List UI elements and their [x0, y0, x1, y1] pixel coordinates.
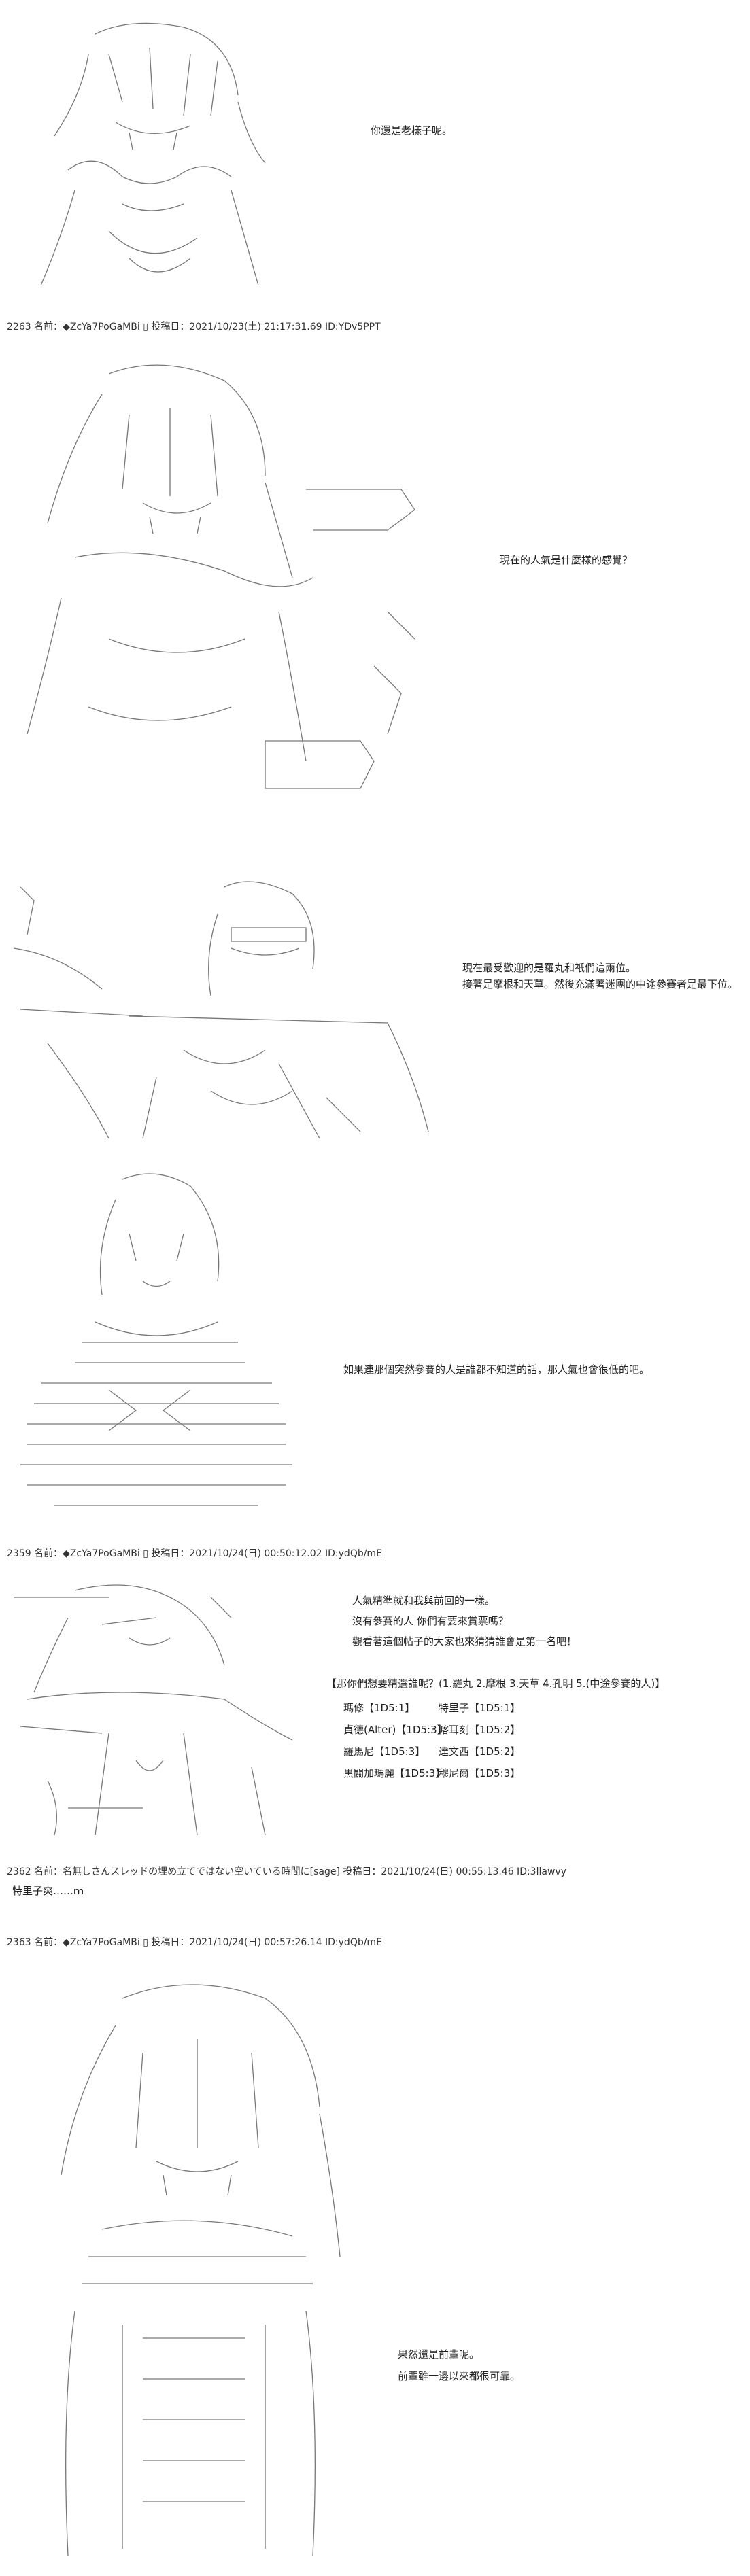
ascii-art-1	[14, 14, 286, 299]
poll-choice: 喀耳刻【1D5:2】	[439, 1724, 521, 1736]
ascii-art-5	[7, 1577, 320, 1842]
poll-title: 【那你們想要精選誰呢？(1.羅丸 2.摩根 3.天草 4.孔明 5.(中途參賽的…	[326, 1677, 666, 1690]
text-line: 人氣精準就和我與前回的一樣。	[352, 1595, 496, 1607]
poll-choice: 穆尼爾【1D5:3】	[439, 1767, 521, 1779]
post-text: 如果連那個突然參賽的人是誰都不知道的話，那人氣也會很低的吧。	[343, 1361, 649, 1378]
poll-choice: 瑪修【1D5:1】	[343, 1702, 415, 1714]
ascii-art-4	[14, 1166, 299, 1519]
post-header: 2263 名前：◆ZcYa7PoGaMBi ▯ 投稿日：2021/10/23(土…	[7, 321, 381, 332]
poll-row: 羅馬尼【1D5:3】達文西【1D5:2】	[343, 1741, 520, 1762]
text-line: 觀看著這個帖子的大家也來猜猜誰會是第一名吧！	[352, 1635, 577, 1648]
text-line: 現在最受歡迎的是羅丸和祇們這兩位。	[462, 962, 636, 974]
poll-choice: 達文西【1D5:2】	[439, 1745, 521, 1758]
ascii-art-2	[7, 353, 422, 829]
post-text: 特里子爽……ｍ	[12, 1883, 84, 1899]
poll-choice: 特里子【1D5:1】	[439, 1702, 521, 1714]
post-header: 2363 名前：◆ZcYa7PoGaMBi ▯ 投稿日：2021/10/24(日…	[7, 1937, 382, 1948]
poll-choice: 貞德(Alter)【1D5:3】	[343, 1724, 447, 1736]
poll-row: 貞德(Alter)【1D5:3】喀耳刻【1D5:2】	[343, 1719, 520, 1741]
text-line: 如果連那個突然參賽的人是誰都不知道的話，那人氣也會很低的吧。	[343, 1363, 650, 1376]
text-line: 現在的人氣是什麼樣的感覺？	[500, 554, 633, 566]
post-text: 果然還是前輩呢。 前輩雖一邊以來都很可靠。	[398, 2344, 520, 2387]
poll-choice: 羅馬尼【1D5:3】	[343, 1745, 426, 1758]
post-header: 2359 名前：◆ZcYa7PoGaMBi ▯ 投稿日：2021/10/24(日…	[7, 1548, 382, 1559]
post-header: 2362 名前：名無しさんスレッドの埋め立てではない空いている時間に[sage]…	[7, 1866, 566, 1877]
text-line: 果然還是前輩呢。	[398, 2348, 480, 2361]
post-text: 你還是老樣子呢。	[371, 122, 452, 139]
text-line: 特里子爽……ｍ	[12, 1885, 84, 1897]
ascii-art-3	[7, 873, 435, 1145]
post-text: 現在的人氣是什麼樣的感覺？	[500, 552, 632, 568]
post-text: 人氣精準就和我與前回的一樣。 沒有參賽的人 你們有要來賞票嗎？ 觀看著這個帖子的…	[352, 1590, 577, 1652]
text-line: 前輩雖一邊以來都很可靠。	[398, 2370, 521, 2382]
poll-table: 瑪修【1D5:1】 特里子【1D5:1】 貞德(Alter)【1D5:3】喀耳刻【…	[343, 1697, 520, 1784]
poll-row: 瑪修【1D5:1】 特里子【1D5:1】	[343, 1697, 520, 1719]
text-line: 接著是摩根和天草。然後充滿著迷團的中途參賽者是最下位。	[462, 978, 738, 990]
poll-row: 黒關加瑪麗【1D5:3】穆尼爾【1D5:3】	[343, 1762, 520, 1784]
text-line: 沒有參賽的人 你們有要來賞票嗎？	[352, 1615, 509, 1627]
post-text: 現在最受歡迎的是羅丸和祇們這兩位。 接著是摩根和天草。然後充滿著迷團的中途參賽者…	[462, 960, 738, 992]
text-line: 你還是老樣子呢。	[371, 124, 453, 137]
poll-choice: 黒關加瑪麗【1D5:3】	[343, 1767, 446, 1779]
ascii-art-7	[20, 1971, 374, 2569]
